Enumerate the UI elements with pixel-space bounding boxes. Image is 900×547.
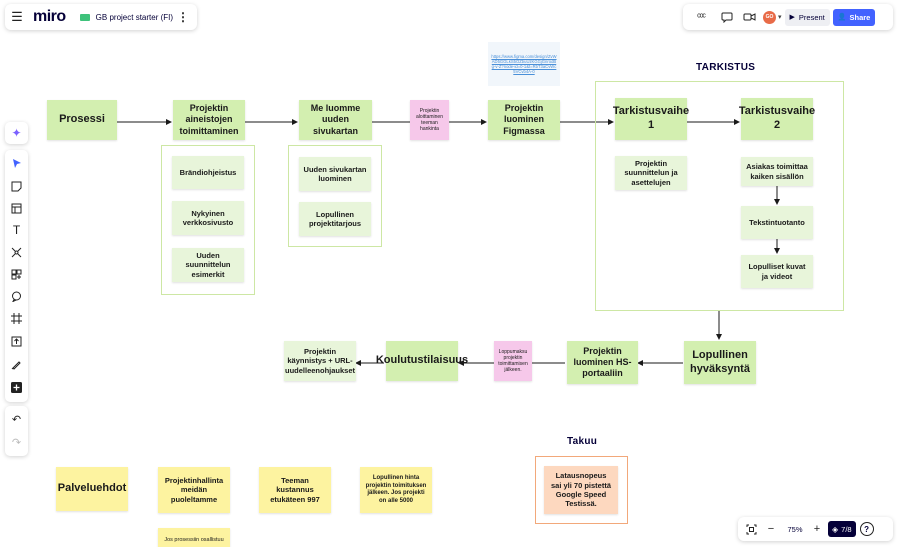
pages-count: 7/8	[841, 524, 852, 534]
zoom-in-icon[interactable]: +	[813, 523, 821, 535]
present-label: Present	[798, 12, 825, 22]
note-uusi-sivukartta[interactable]: Uuden sivukartan luominen	[299, 157, 371, 191]
sticky-note-icon[interactable]	[5, 175, 28, 197]
board-icon	[79, 13, 90, 21]
note-takuu[interactable]: Latausnopeus sai yli 70 pistettä Google …	[544, 466, 618, 514]
note-tarkistus2[interactable]: Tarkistusvaihe 2	[739, 98, 815, 140]
history-toolbar: ↶ ↷	[5, 406, 28, 456]
chevron-down-icon[interactable]: ▾	[778, 14, 782, 21]
note-aineistot[interactable]: Projektin aineistojen toimittaminen	[173, 100, 245, 140]
note-sivukartta[interactable]: Me luomme uuden sivukartan	[299, 100, 372, 140]
hamburger-icon[interactable]: ☰	[11, 9, 23, 24]
reactions-icon[interactable]: ᶜᵒᶜ	[697, 11, 706, 23]
note-kustannus[interactable]: Teeman kustannus etukäteen 997	[259, 467, 331, 513]
table-icon[interactable]	[5, 197, 28, 219]
note-prosessi[interactable]: Prosessi	[47, 100, 117, 140]
note-suunnittelu[interactable]: Projektin suunnittelun ja asettelujen	[615, 156, 687, 190]
select-icon[interactable]	[5, 152, 28, 174]
zoom-controls: − 75% + ◈7/8 ?	[738, 517, 893, 541]
zoom-level[interactable]: 75%	[787, 524, 803, 534]
tarkistus-frame-label: TARKISTUS	[696, 62, 756, 73]
note-figma-link[interactable]: https://www.figma.com/design/ZvWAD5GGLkS…	[488, 42, 560, 86]
user-avatar[interactable]: GO	[763, 10, 776, 24]
present-button[interactable]: ▶Present	[784, 8, 830, 26]
board-header: ☰ miro GB project starter (FI) ⋮	[5, 4, 197, 30]
comment-icon[interactable]	[5, 285, 28, 307]
note-tarkistus1[interactable]: Tarkistusvaihe 1	[613, 98, 689, 140]
help-icon[interactable]: ?	[859, 522, 874, 536]
frame-icon[interactable]	[5, 307, 28, 329]
undo-icon[interactable]: ↶	[11, 413, 22, 426]
creation-toolbar: T	[5, 150, 28, 402]
note-kuvat[interactable]: Lopulliset kuvat ja videot	[741, 255, 813, 288]
video-icon[interactable]	[738, 6, 760, 28]
takuu-frame[interactable]	[535, 456, 628, 524]
layers-icon: ◈	[832, 524, 839, 534]
note-koulutus[interactable]: Koulutustilaisuus	[376, 341, 468, 381]
collaboration-bar: ᶜᵒᶜ GO ▾ ▶Present 👤Share	[683, 4, 893, 30]
pages-button[interactable]: ◈7/8	[828, 521, 856, 537]
share-button[interactable]: 👤Share	[832, 8, 876, 26]
miro-logo[interactable]: miro	[33, 8, 66, 25]
note-figma[interactable]: Projektin luominen Figmassa	[488, 100, 560, 140]
note-loppumaksu[interactable]: Loppumaksu projektin toimittamisen jälke…	[494, 341, 532, 381]
note-hallinta[interactable]: Projektinhallinta meidän puoleltamme	[158, 467, 230, 513]
templates-icon[interactable]	[5, 263, 28, 285]
note-kaynnistys[interactable]: Projektin käynnistys + URL-uudelleenohja…	[284, 341, 356, 381]
play-icon: ▶	[789, 14, 795, 21]
comments-icon[interactable]	[716, 6, 738, 28]
note-hinta[interactable]: Lopullinen hinta projektin toimituksen j…	[360, 467, 432, 513]
board-name[interactable]: GB project starter (FI)	[95, 12, 174, 22]
note-asiakas[interactable]: Asiakas toimittaa kaiken sisällön	[741, 157, 813, 186]
note-hs[interactable]: Projektin luominen HS-portaaliin	[567, 341, 638, 384]
user-plus-icon: 👤	[837, 14, 847, 21]
text-icon[interactable]: T	[12, 223, 21, 237]
takuu-frame-label: Takuu	[567, 436, 598, 447]
mindmap-icon[interactable]	[5, 241, 28, 263]
note-palveluehdot[interactable]: Palveluehdot	[56, 467, 128, 511]
ai-sparkle-icon[interactable]: ✦	[11, 126, 22, 140]
redo-icon[interactable]: ↷	[11, 436, 22, 449]
share-label: Share	[849, 12, 871, 22]
note-esimerkit[interactable]: Uuden suunnittelun esimerkit	[172, 248, 244, 282]
ai-toolbar: ✦	[5, 122, 28, 144]
note-nykyinen[interactable]: Nykyinen verkkosivusto	[172, 201, 244, 235]
note-aloitus[interactable]: Projektin aloittaminen teeman hankinta	[410, 100, 449, 140]
zoom-out-icon[interactable]: −	[767, 523, 775, 535]
more-vertical-icon[interactable]: ⋮	[177, 10, 189, 24]
fit-to-screen-icon[interactable]	[742, 519, 760, 539]
pen-icon[interactable]	[5, 353, 28, 375]
note-brandi[interactable]: Brändiohjeistus	[172, 156, 244, 189]
upload-icon[interactable]	[5, 330, 28, 352]
add-icon[interactable]	[5, 376, 28, 398]
sitemap-frame[interactable]	[288, 145, 382, 247]
tarkistus-frame[interactable]	[595, 81, 844, 311]
note-osallistuu[interactable]: Jos prosessiin osallistuu	[158, 528, 230, 547]
materials-frame[interactable]	[161, 145, 255, 295]
note-teksti[interactable]: Tekstintuotanto	[741, 206, 813, 239]
note-hyvaksynta[interactable]: Lopullinen hyväksyntä	[684, 341, 756, 384]
note-tarjous[interactable]: Lopullinen projektitarjous	[299, 202, 371, 236]
